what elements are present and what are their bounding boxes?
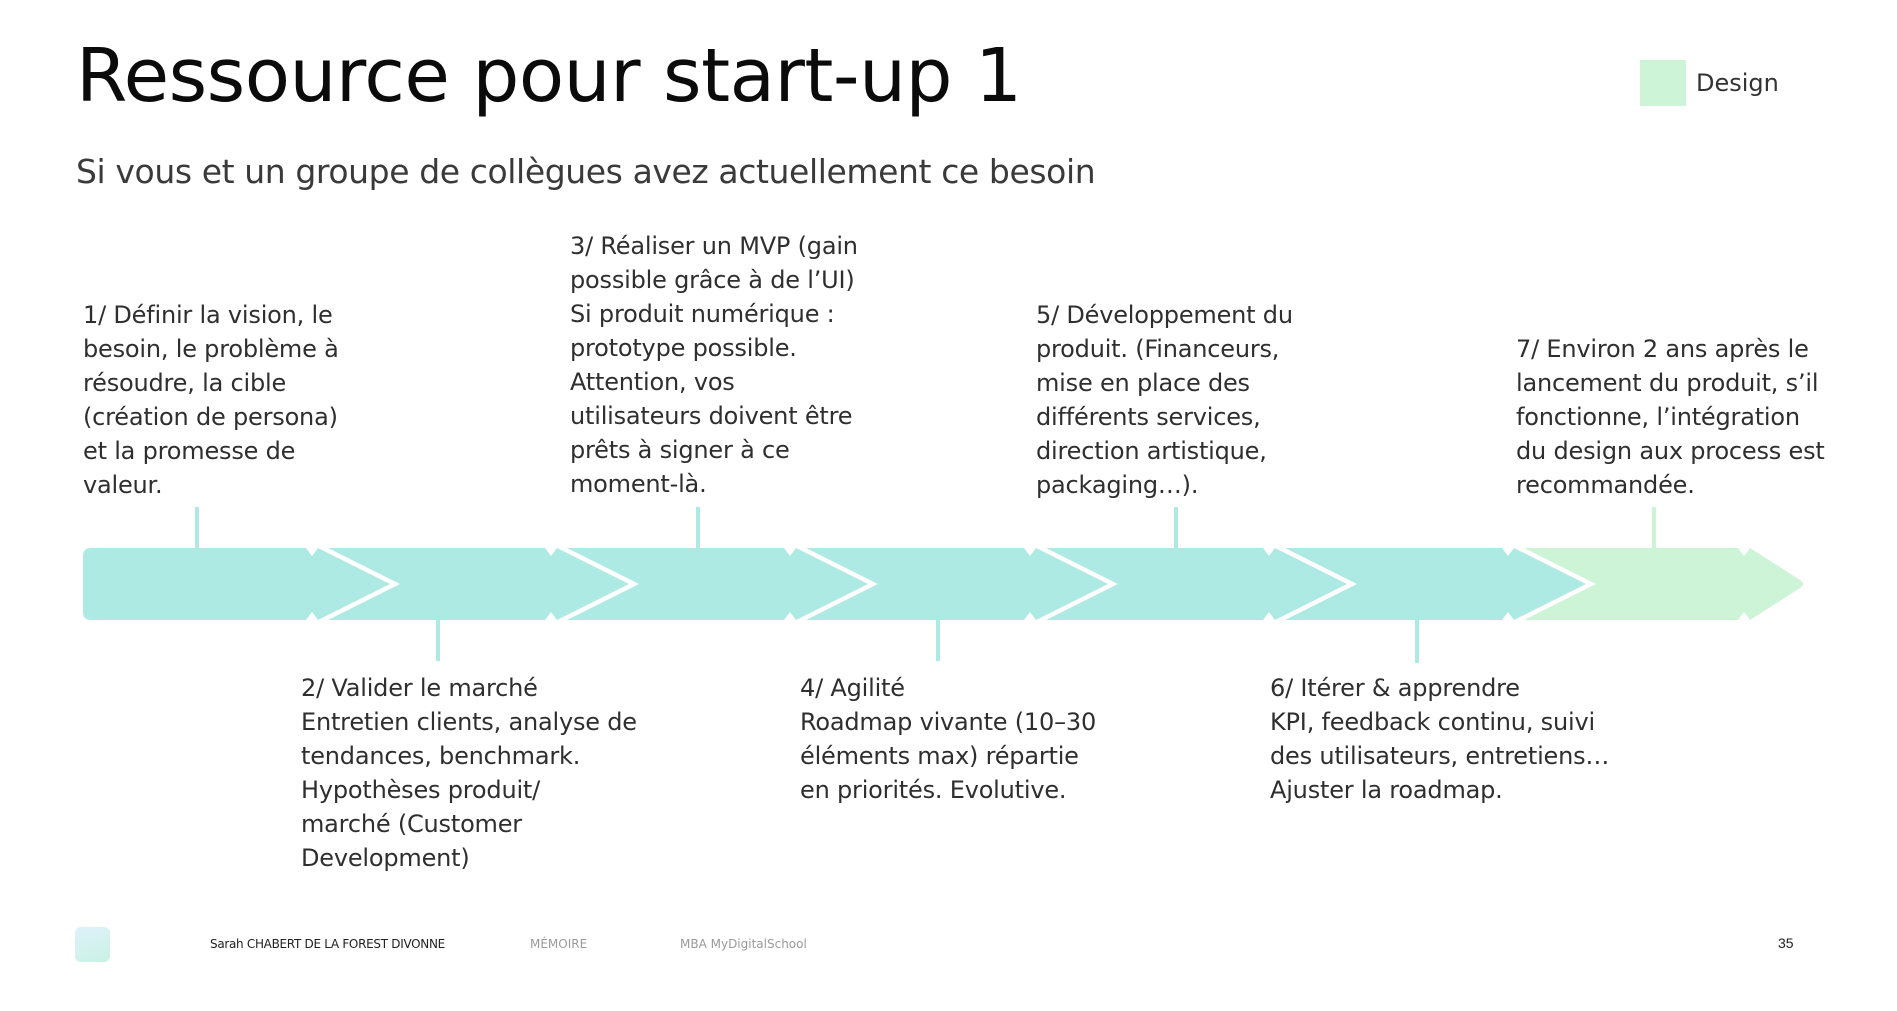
timeline-segment-2: [328, 548, 629, 620]
legend: Design: [1640, 60, 1779, 106]
footer-logo-icon: [75, 927, 110, 962]
timeline-segment-3: [567, 548, 868, 620]
step-4-text: 4/ Agilité Roadmap vivante (10–30 élémen…: [800, 674, 1097, 804]
step-3-text: 3/ Réaliser un MVP (gain possible grâce …: [570, 232, 858, 498]
tick-step-3: [696, 507, 700, 548]
tick-step-7: [1652, 507, 1656, 548]
page-subtitle: Si vous et un groupe de collègues avez a…: [76, 152, 1096, 191]
step-7-text: 7/ Environ 2 ans après le lancement du p…: [1516, 335, 1825, 499]
tick-step-4: [936, 620, 940, 661]
page-title: Ressource pour start-up 1: [76, 33, 1022, 119]
step-5-text: 5/ Développement du produit. (Financeurs…: [1036, 301, 1293, 499]
timeline-segment-7-design: [1524, 548, 1803, 620]
tick-step-2: [436, 620, 440, 661]
tick-step-5: [1174, 507, 1178, 548]
step-1-text: 1/ Définir la vision, le besoin, le prob…: [83, 301, 339, 499]
timeline-segment-6: [1285, 548, 1586, 620]
page-number: 35: [1778, 935, 1794, 951]
timeline-segment-4: [806, 548, 1108, 620]
legend-design-swatch: [1640, 60, 1686, 106]
footer-author: Sarah CHABERT DE LA FOREST DIVONNE: [210, 937, 445, 951]
footer-school: MBA MyDigitalSchool: [680, 937, 807, 951]
legend-design-label: Design: [1696, 69, 1779, 97]
tick-step-1: [195, 507, 199, 548]
step-2-text: 2/ Valider le marché Entretien clients, …: [301, 674, 637, 872]
footer-document-label: MÉMOIRE: [530, 937, 588, 951]
timeline-segment-1: [83, 548, 390, 620]
step-6-text: 6/ Itérer & apprendre KPI, feedback cont…: [1270, 674, 1610, 804]
tick-step-6: [1415, 620, 1419, 663]
timeline-segment-5: [1046, 548, 1347, 620]
